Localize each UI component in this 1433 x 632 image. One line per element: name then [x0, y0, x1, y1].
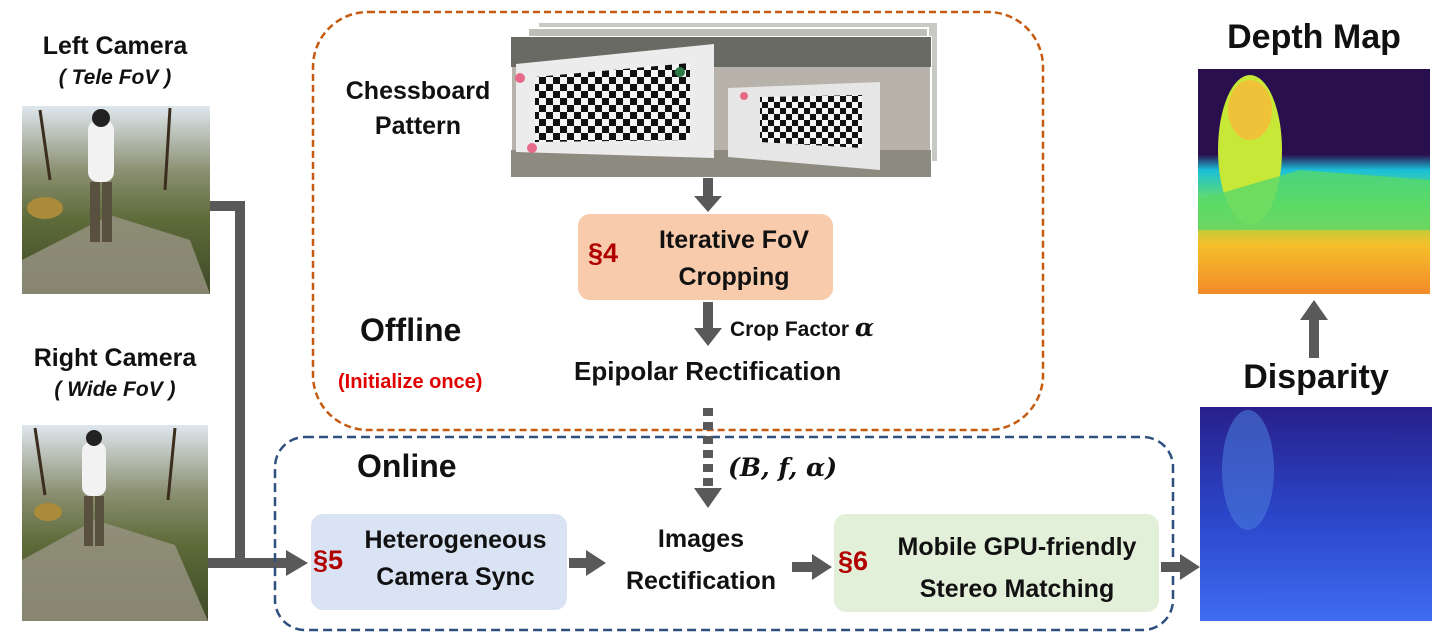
arrow-to-sync [286, 550, 308, 576]
sync-section-text: §5 [313, 545, 344, 575]
chessboard-label: Chessboard Pattern [345, 77, 491, 140]
arrowhead-epipolar-to-rectification [694, 488, 722, 508]
matching-label: Mobile GPU-friendly Stereo Matching [897, 533, 1137, 603]
left-camera-subtitle: ( Tele FoV ) [58, 66, 172, 89]
fov-cropping-box [578, 214, 833, 300]
epipolar-rectification-label: Epipolar Rectification [574, 356, 842, 386]
crop-factor-row: Crop Factor α [730, 313, 874, 342]
matching-section-number: §6 [838, 546, 868, 577]
chessboard-images [510, 21, 939, 178]
camera-connector-arrow [208, 201, 288, 568]
arrowhead-chessboard-to-fov [694, 196, 722, 212]
depth-map-title: Depth Map [1227, 18, 1401, 56]
arrowhead-sync-to-rectification [586, 550, 606, 576]
crop-factor-label: Crop Factor [730, 318, 850, 341]
matching-section-text: §6 [838, 546, 869, 576]
sync-box [311, 514, 567, 610]
depth-map-image [1198, 69, 1430, 294]
online-title: Online [357, 448, 457, 484]
offline-subtitle: (Initialize once) [338, 371, 483, 393]
arrowhead-fov-to-epipolar [694, 328, 722, 346]
fov-section-number: §4 [588, 238, 618, 269]
right-camera-image [22, 425, 208, 621]
fov-section-text: §4 [588, 238, 619, 268]
arrowhead-matching-to-disparity [1180, 554, 1200, 580]
left-camera-title: Left Camera [42, 32, 188, 60]
disparity-image [1200, 407, 1432, 621]
offline-box [311, 10, 1045, 432]
sync-section-number: §5 [313, 545, 343, 576]
left-camera-image [22, 106, 210, 294]
right-camera-title: Right Camera [33, 344, 197, 372]
online-box [273, 435, 1175, 632]
sync-label: Heterogeneous Camera Sync [364, 526, 547, 591]
matching-box [834, 514, 1159, 612]
arrowhead-rectification-to-matching [812, 554, 832, 580]
disparity-title: Disparity [1243, 358, 1389, 396]
images-rectification-label: Images Rectification [625, 525, 777, 595]
right-camera-subtitle: ( Wide FoV ) [54, 378, 176, 401]
crop-factor-symbol: α [854, 313, 875, 342]
arrowhead-disparity-to-depth [1300, 300, 1328, 320]
online-params-label: (B, f, α) [728, 453, 838, 482]
fov-cropping-label: Iterative FoV Cropping [658, 226, 810, 291]
offline-title: Offline [360, 312, 462, 348]
